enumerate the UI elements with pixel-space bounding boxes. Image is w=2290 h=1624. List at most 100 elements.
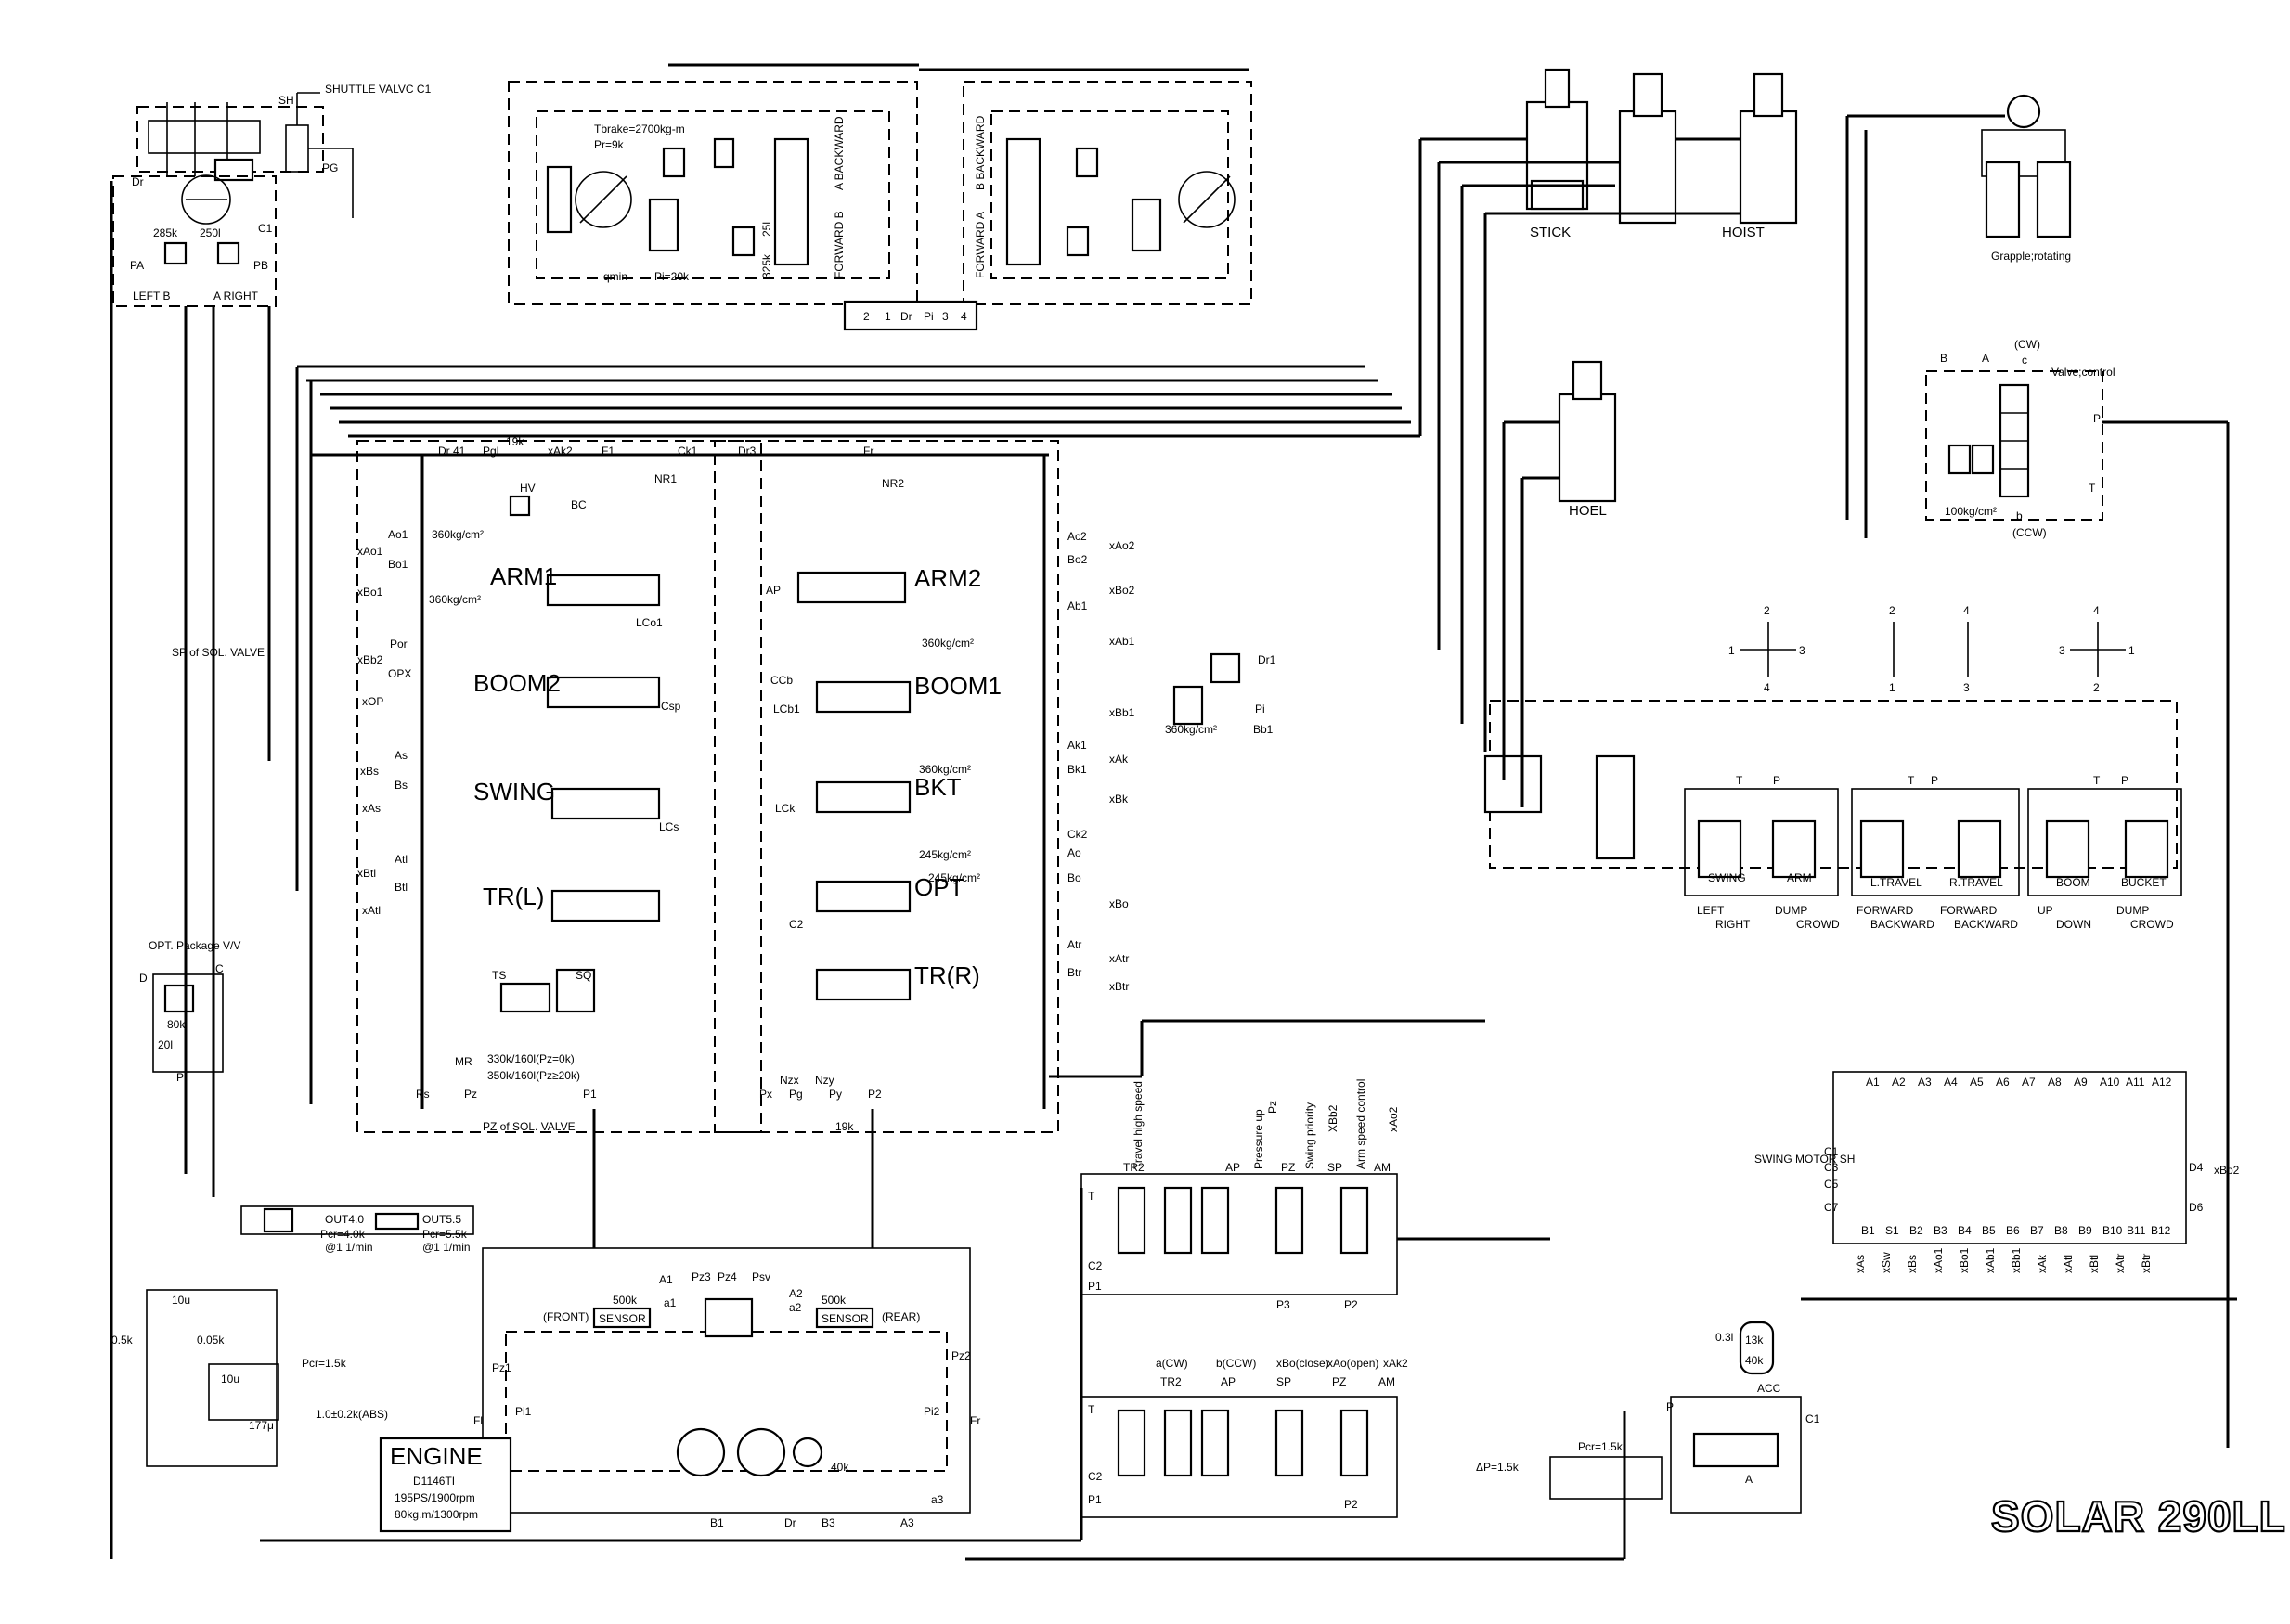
pv-p3: P bbox=[2121, 774, 2128, 787]
opt-label: OPT. Package V/V bbox=[149, 939, 240, 952]
s2-c2: C2 bbox=[1088, 1470, 1103, 1483]
sb-d6: D6 bbox=[2189, 1201, 2204, 1214]
cv-xbk: xBk bbox=[1109, 793, 1129, 806]
cv-dr41: Dr 41 bbox=[438, 445, 466, 458]
cv-lco1: LCo1 bbox=[636, 616, 663, 629]
cv-ck1: Ck1 bbox=[678, 445, 698, 458]
s1-tr2: TR2 bbox=[1123, 1161, 1145, 1174]
cv-xbs: xBs bbox=[360, 765, 379, 778]
opt-label: OPT bbox=[914, 873, 964, 901]
pump-fl: Fl bbox=[473, 1414, 483, 1427]
sb-swing-motor: SWING MOTOR SH bbox=[1754, 1153, 1855, 1166]
sb-c1: C1 bbox=[1824, 1145, 1839, 1158]
pump-a1: A1 bbox=[659, 1273, 673, 1286]
cv-rs: Rs bbox=[416, 1088, 430, 1101]
joystick-patterns: 2 1 3 4 2 1 4 3 4 3 1 2 bbox=[1728, 604, 2135, 694]
bkt-spool bbox=[815, 780, 912, 814]
cv-as: As bbox=[395, 749, 408, 762]
s1-p2: P2 bbox=[1344, 1298, 1358, 1311]
s1-sp: SP bbox=[1327, 1161, 1342, 1174]
pump-pi2: Pi2 bbox=[924, 1405, 940, 1418]
k05: 0.5k bbox=[111, 1334, 134, 1347]
opt-d: D bbox=[139, 972, 148, 985]
cv-xbb1: xBb1 bbox=[1109, 706, 1135, 719]
cv-lcs: LCs bbox=[659, 820, 679, 833]
dr-label: Dr bbox=[132, 175, 144, 188]
cv-ac2: Ac2 bbox=[1067, 530, 1087, 543]
arm2-label: ARM2 bbox=[914, 564, 981, 592]
bkt-label: BKT bbox=[914, 773, 962, 801]
cv-xatr: xAtr bbox=[1109, 952, 1129, 965]
cv-xbtr: xBtr bbox=[1109, 980, 1129, 993]
js3-bottom: 3 bbox=[1963, 681, 1970, 694]
pv-bucket: BUCKET bbox=[2121, 876, 2167, 889]
rating-l: 250l bbox=[200, 226, 221, 239]
pg-label: PG bbox=[322, 161, 338, 174]
cv-c2: C2 bbox=[789, 918, 804, 931]
hoel-label: HOEL bbox=[1569, 503, 1607, 519]
rv-b2: b bbox=[2016, 509, 2023, 522]
js2-bottom: 1 bbox=[1889, 681, 1895, 694]
term-3: 3 bbox=[942, 310, 949, 323]
pump-fr: Fr bbox=[970, 1414, 980, 1427]
accumulator: 0.3l 13k 40k ACC P C1 Pcr=1.5k ΔP=1.5k A bbox=[1476, 1321, 1820, 1514]
boom2-spool bbox=[546, 676, 661, 709]
pz-sol-label: PZ of SOL. VALVE bbox=[483, 1120, 576, 1133]
pump-dr: Dr bbox=[784, 1516, 796, 1529]
engine-label: ENGINE bbox=[390, 1442, 483, 1470]
pump-a1b: a1 bbox=[664, 1296, 677, 1309]
s1-pressure: Pressure up bbox=[1252, 1109, 1265, 1169]
solenoid-block-1: Travel high speed Pressure up Swing prio… bbox=[1080, 1079, 1400, 1311]
cv-bb1: Bb1 bbox=[1253, 723, 1274, 736]
pump-pz4: Pz4 bbox=[718, 1270, 737, 1283]
pv-backward2: BACKWARD bbox=[1954, 918, 2018, 931]
boom1-spool bbox=[815, 680, 912, 714]
trl-label: TR(L) bbox=[483, 883, 544, 910]
pb-label: PB bbox=[253, 259, 268, 272]
js1-top: 2 bbox=[1764, 604, 1770, 617]
acc-dp: ΔP=1.5k bbox=[1476, 1461, 1520, 1474]
swing-brake-label: Tbrake=2700kg-m bbox=[594, 122, 685, 135]
qmin-label: qmin bbox=[603, 270, 627, 283]
cv-atl: Atl bbox=[395, 853, 408, 866]
cv-xbo: xBo bbox=[1109, 897, 1129, 910]
pv-boom: BOOM bbox=[2056, 876, 2090, 889]
cv-dr1: Dr1 bbox=[1258, 653, 1276, 666]
opt-spool bbox=[815, 880, 912, 913]
pv-crowd2: CROWD bbox=[2130, 918, 2174, 931]
cv-xao1: xAo1 bbox=[357, 545, 383, 558]
pv-left: LEFT bbox=[1697, 904, 1725, 917]
relief-label: 325k bbox=[760, 253, 773, 278]
pump-psv: Psv bbox=[752, 1270, 770, 1283]
trl-spool bbox=[550, 889, 661, 922]
pv-t1: T bbox=[1736, 774, 1743, 787]
shuttle-top-port: A11 bbox=[2126, 1076, 2145, 1089]
shuttle-bottom-port: B2 bbox=[1909, 1224, 1923, 1237]
cv-bo: Bo bbox=[1067, 871, 1081, 884]
pv-ltravel: L.TRAVEL bbox=[1870, 876, 1922, 889]
cv-atr: Atr bbox=[1067, 938, 1081, 951]
pv-t3: T bbox=[2093, 774, 2101, 787]
engine-power: 195PS/1900rpm bbox=[395, 1491, 475, 1504]
pump-40k: 40k bbox=[831, 1461, 849, 1474]
left-b-label: LEFT B bbox=[133, 290, 170, 303]
term-pi: Pi bbox=[924, 310, 934, 323]
rv-pressure: 100kg/cm² bbox=[1945, 505, 1997, 518]
rv-a: A bbox=[1982, 352, 1989, 365]
backward2-label: B BACKWARD bbox=[974, 115, 987, 190]
grapple-label: Grapple;rotating bbox=[1991, 250, 2071, 263]
cv-relief2: 360kg/cm² bbox=[429, 593, 481, 606]
cv-p2: P2 bbox=[868, 1088, 882, 1101]
shuttle-bottom-label: xBs bbox=[1906, 1255, 1919, 1273]
shuttle-top-port: A3 bbox=[1918, 1076, 1932, 1089]
pv-dump2: DUMP bbox=[2116, 904, 2149, 917]
cv-19k: 19k bbox=[506, 435, 524, 448]
s2-tr2: TR2 bbox=[1160, 1375, 1182, 1388]
s1-xbb2: XBb2 bbox=[1326, 1104, 1339, 1132]
s2-t: T bbox=[1088, 1403, 1095, 1416]
pump-pz2: Pz2 bbox=[951, 1349, 971, 1362]
trr-label: TR(R) bbox=[914, 961, 980, 989]
cv-btr: Btr bbox=[1067, 966, 1081, 979]
